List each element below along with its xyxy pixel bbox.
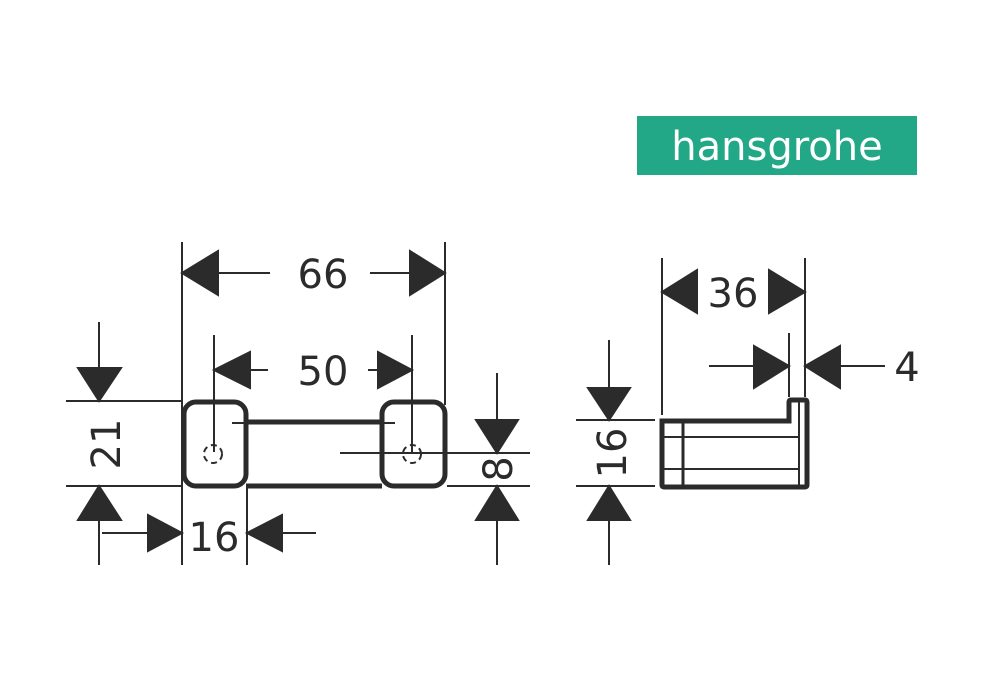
screw-hole-marks: [203, 444, 422, 464]
screw-hole-icon: [402, 444, 422, 464]
dim-side-height: 16: [590, 428, 636, 479]
front-view-extension-lines: [66, 242, 530, 565]
arrow-left-icon: [803, 344, 841, 390]
logo-background: [637, 116, 917, 175]
arrow-down-icon: [76, 367, 123, 403]
arrow-left-icon: [180, 249, 219, 297]
dim-block-width: 16: [189, 515, 240, 561]
dim-hole-spacing: 50: [298, 349, 349, 395]
arrow-down-icon: [586, 387, 632, 422]
arrow-right-icon: [768, 268, 807, 315]
dim-depth: 36: [708, 271, 759, 317]
side-view-labels: 36 4 16: [590, 271, 920, 478]
arrow-left-icon: [211, 350, 251, 390]
arrow-right-icon: [147, 513, 185, 553]
front-view-dimensions: [76, 249, 520, 565]
arrow-right-icon: [377, 350, 415, 390]
arrow-up-icon: [76, 484, 123, 521]
right-mount-block: [379, 399, 448, 489]
arrow-down-icon: [474, 419, 520, 455]
arrow-right-icon: [409, 249, 447, 297]
side-view-extension-lines: [576, 258, 806, 487]
arrow-up-icon: [586, 484, 632, 521]
hook-outline: [659, 397, 810, 490]
arrow-up-icon: [474, 484, 520, 521]
arrow-left-icon: [244, 513, 283, 553]
dim-hole-offset: 8: [476, 456, 522, 481]
dim-hook-thickness: 4: [894, 345, 919, 391]
logo-text: hansgrohe: [671, 124, 882, 170]
arrow-left-icon: [660, 268, 698, 315]
dim-height: 21: [84, 419, 130, 470]
dim-overall-width: 66: [298, 252, 349, 298]
arrow-right-icon: [753, 344, 791, 390]
screw-hole-icon: [203, 444, 223, 464]
side-view-part: [659, 397, 810, 490]
front-view-part: [181, 399, 448, 489]
front-view-labels: 66 50 16 21 8: [84, 252, 522, 561]
brand-logo: hansgrohe: [637, 116, 917, 175]
left-mount-block: [181, 399, 249, 489]
side-view-dimensions: [586, 268, 885, 565]
